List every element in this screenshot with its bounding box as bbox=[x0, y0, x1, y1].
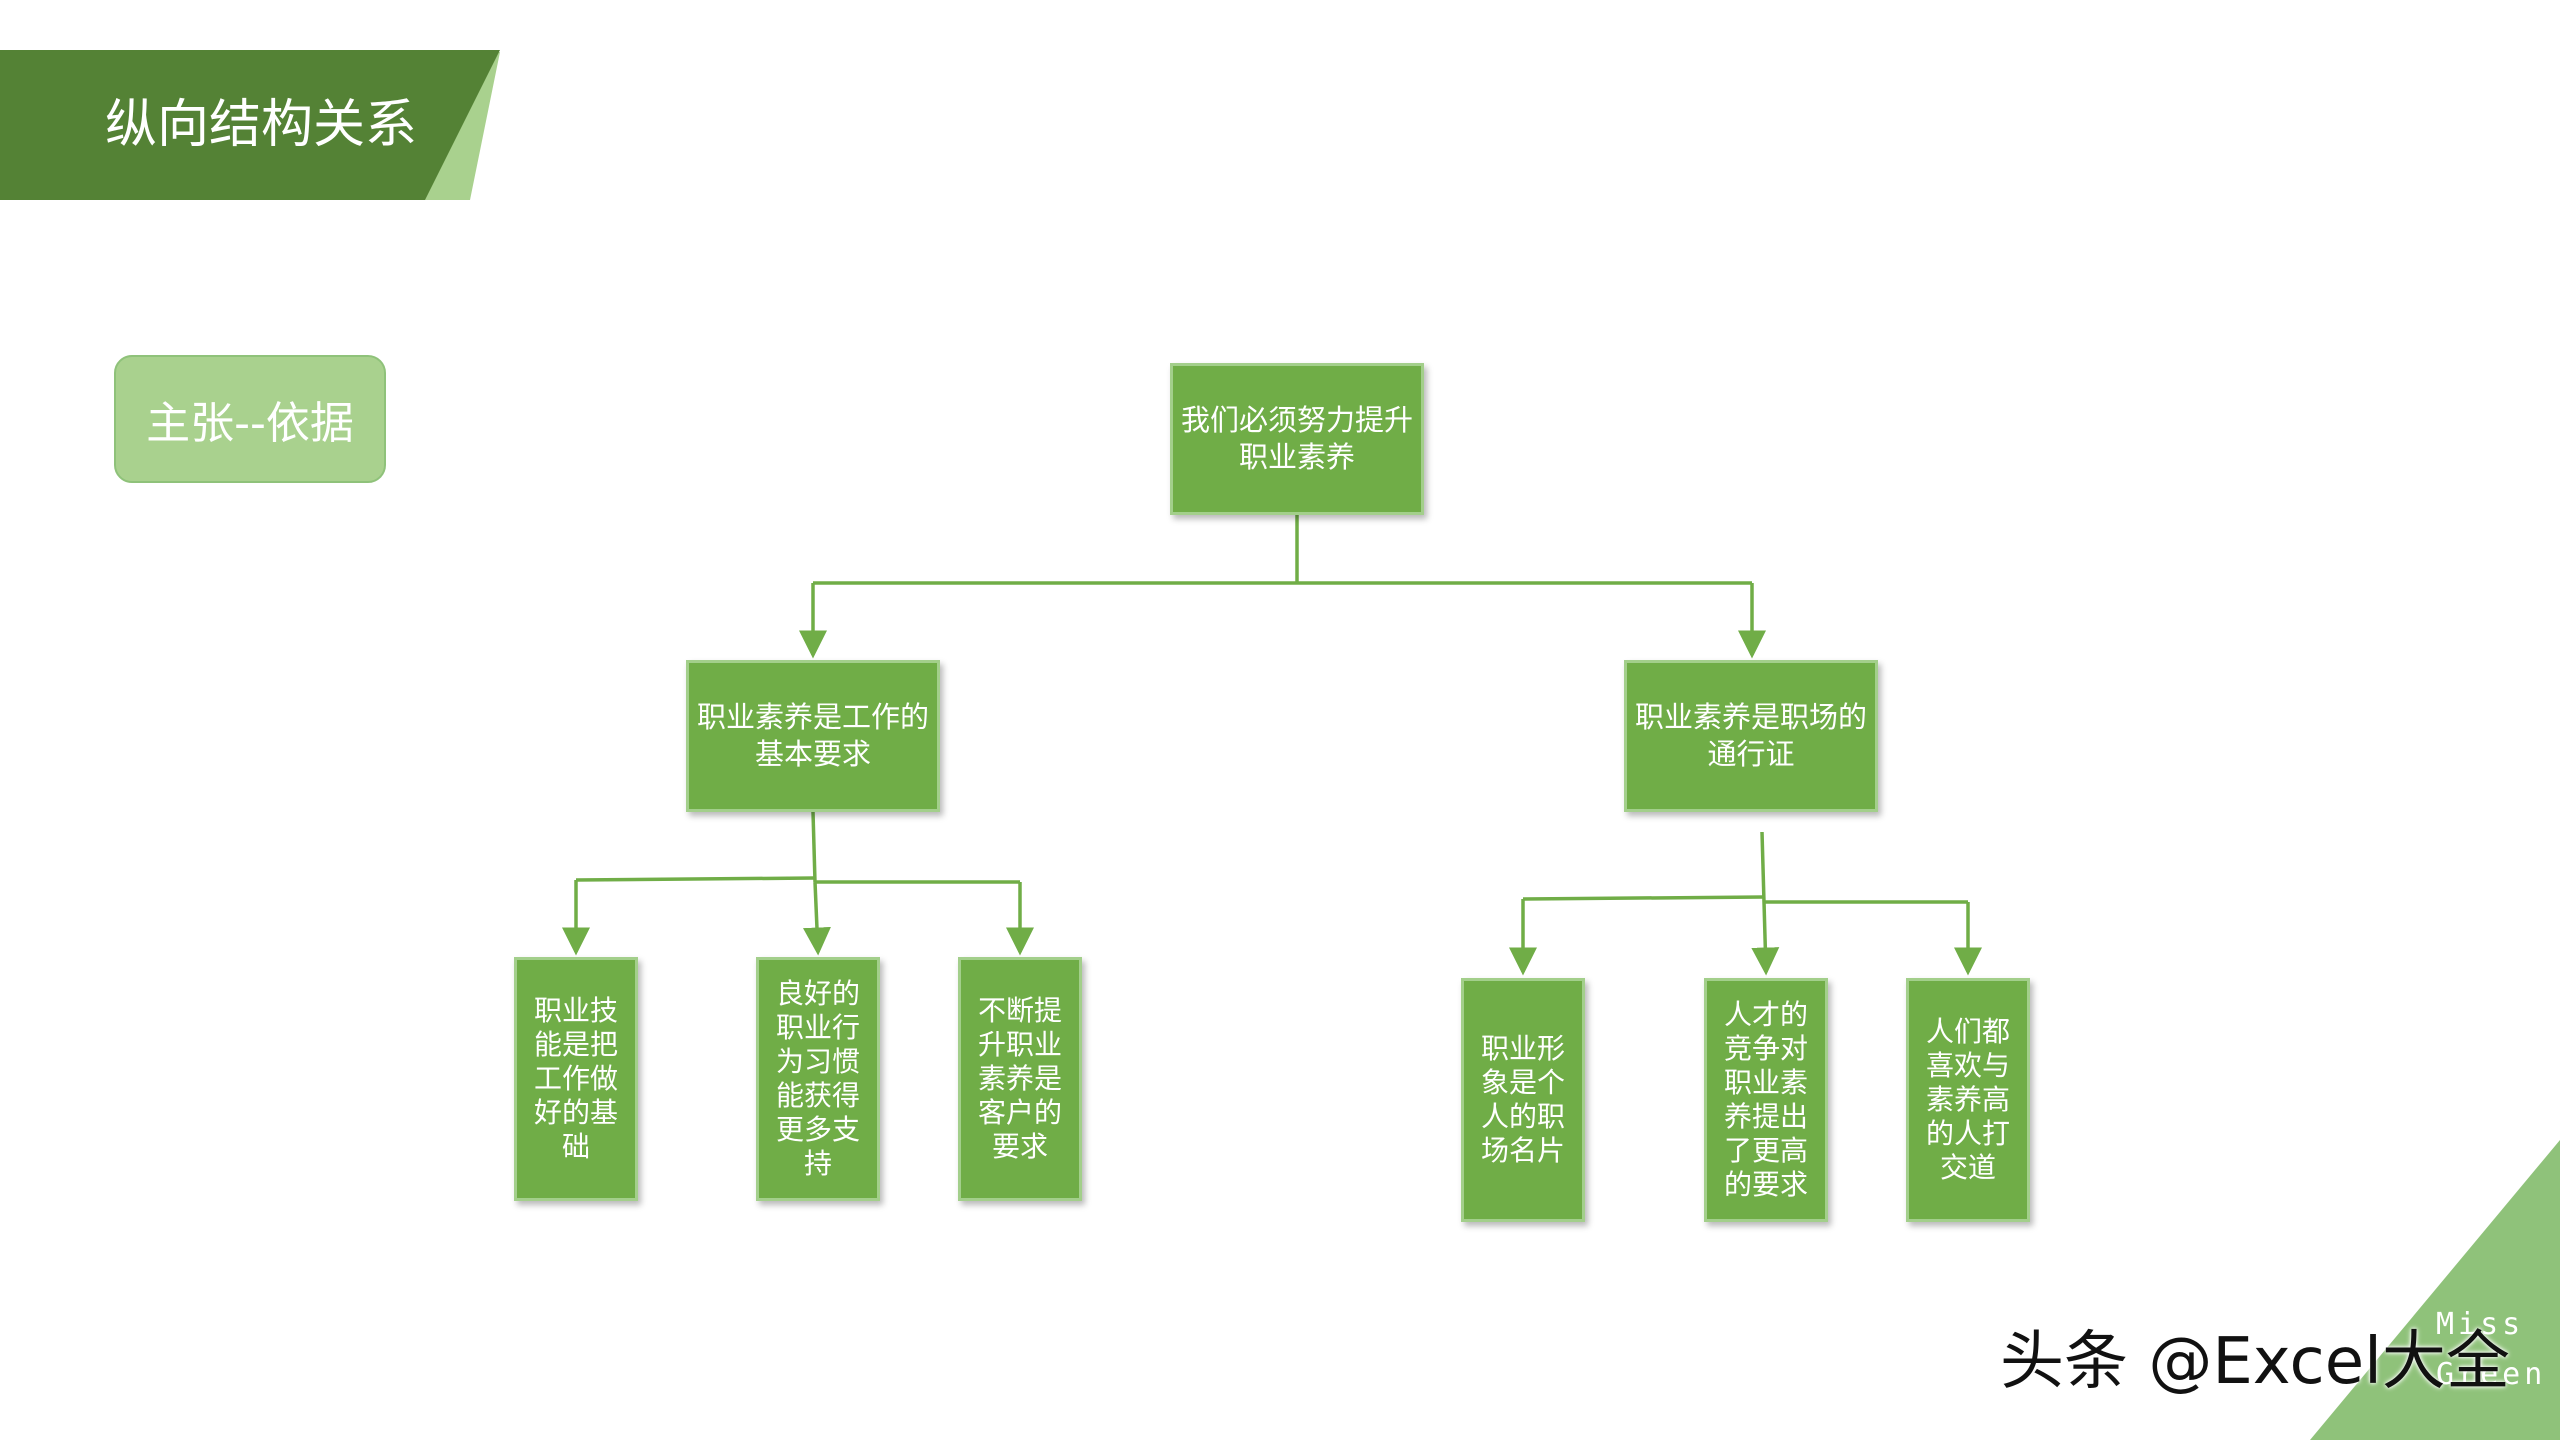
root-node: 我们必须努力提升 职业素养 bbox=[1170, 363, 1424, 515]
corner-brand-text: Miss Green bbox=[2436, 1307, 2547, 1392]
claim-evidence-tag-label: 主张--依据 bbox=[146, 398, 354, 449]
left-branch-node: 职业素养是工作的 基本要求 bbox=[686, 660, 940, 812]
connector-right-to-child-2 bbox=[1751, 901, 1780, 976]
title-banner bbox=[0, 50, 500, 200]
left-branch-label: 职业素养是工作的 基本要求 bbox=[696, 700, 929, 771]
slide-title: 纵向结构关系 bbox=[105, 95, 418, 155]
left-leaf-1-label: 职业技 能是把 工作做 好的基 础 bbox=[533, 994, 618, 1163]
watermark: 头条 @Excel大全 bbox=[2000, 1325, 2510, 1399]
left-leaf-3-label: 不断提 升职业 素养是 客户的 要求 bbox=[977, 994, 1062, 1163]
left-leaf-3: 不断提 升职业 素养是 客户的 要求 bbox=[958, 957, 1082, 1201]
corner-triangle-shape bbox=[2310, 1140, 2560, 1440]
connector-left-to-child-2 bbox=[802, 881, 831, 956]
connector-left-stem bbox=[811, 811, 817, 883]
right-leaf-3-label: 人们都 喜欢与 素养高 的人打 交道 bbox=[1925, 1015, 2010, 1184]
right-leaf-3: 人们都 喜欢与 素养高 的人打 交道 bbox=[1906, 978, 2030, 1222]
left-leaf-1: 职业技 能是把 工作做 好的基 础 bbox=[514, 957, 638, 1201]
connector-right-crossbar-a bbox=[1522, 895, 1765, 901]
left-leaf-2-label: 良好的 职业行 为习惯 能获得 更多支 持 bbox=[775, 977, 860, 1180]
right-branch-node: 职业素养是职场的 通行证 bbox=[1624, 660, 1878, 812]
right-leaf-1-label: 职业形 象是个 人的职 场名片 bbox=[1480, 1032, 1565, 1167]
title-banner-dark-band bbox=[0, 50, 500, 200]
left-leaf-2: 良好的 职业行 为习惯 能获得 更多支 持 bbox=[756, 957, 880, 1201]
connector-right-stem bbox=[1760, 831, 1766, 903]
claim-evidence-tag: 主张--依据 bbox=[114, 355, 386, 483]
corner-triangle bbox=[2310, 1140, 2560, 1440]
root-node-label: 我们必须努力提升 职业素养 bbox=[1180, 403, 1413, 474]
right-leaf-2: 人才的 竞争对 职业素 养提出 了更高 的要求 bbox=[1704, 978, 1828, 1222]
connector-left-crossbar-a bbox=[575, 876, 816, 882]
right-leaf-2-label: 人才的 竞争对 职业素 养提出 了更高 的要求 bbox=[1723, 998, 1808, 1201]
right-leaf-1: 职业形 象是个 人的职 场名片 bbox=[1461, 978, 1585, 1222]
right-branch-label: 职业素养是职场的 通行证 bbox=[1634, 700, 1867, 771]
